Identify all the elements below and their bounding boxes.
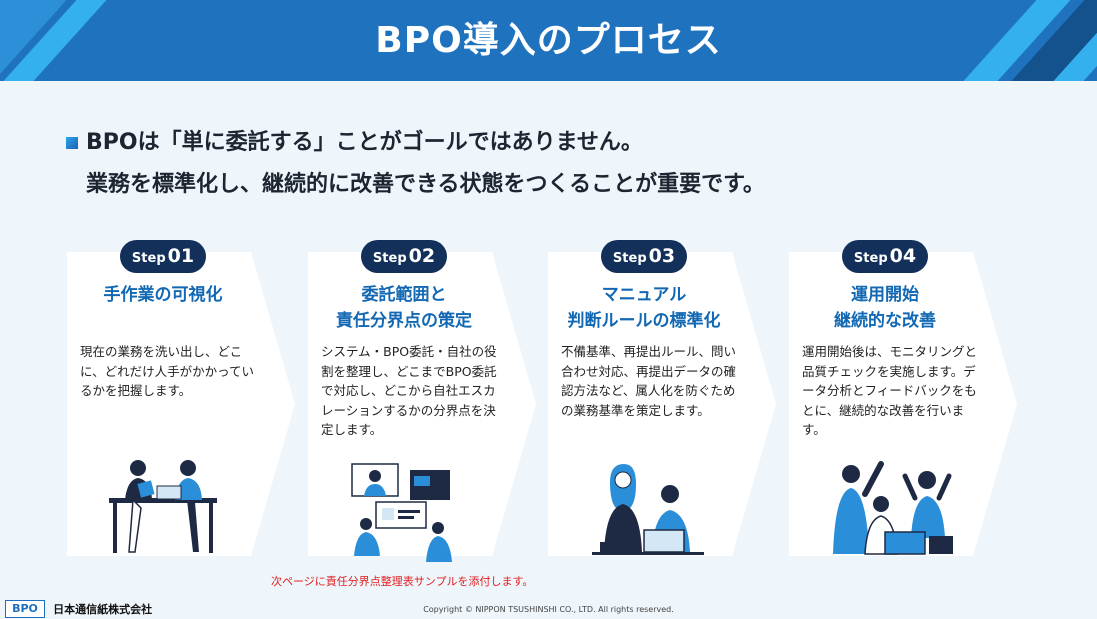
team-meeting-illustration-icon	[109, 460, 217, 553]
copyright-text: Copyright © NIPPON TSUSHINSHI CO., LTD. …	[423, 605, 674, 614]
step-badge-number: 04	[889, 245, 917, 267]
role-organization-illustration-icon	[351, 463, 452, 562]
intro-text-1: BPOは「単に委託する」ことがゴールではありません。	[86, 130, 643, 155]
intro-block: BPOは「単に委託する」ことがゴールではありません。 業務を標準化し、継続的に改…	[66, 126, 765, 202]
step-badge-number: 02	[408, 245, 436, 267]
step-description: 現在の業務を洗い出し、どこに、どれだけ人手がかかっているかを把握します。	[80, 344, 255, 398]
step-chevron-panel	[67, 252, 295, 556]
step-badge-word: Step	[131, 251, 166, 266]
step-title: 手作業の可視化	[103, 285, 223, 305]
company-logo: BPO 日本通信紙株式会社	[5, 598, 153, 618]
step-badge-number: 01	[167, 245, 195, 267]
step-title: 委託範囲と 責任分界点の策定	[336, 285, 472, 331]
intro-line-2: 業務を標準化し、継続的に改善できる状態をつくることが重要です。	[86, 172, 765, 197]
company-name: 日本通信紙株式会社	[53, 602, 153, 616]
pair-working-illustration-icon	[592, 464, 704, 555]
header-bar: BPO導入のプロセス	[0, 0, 1097, 81]
attachment-note: 次ページに責任分界点整理表サンプルを添付します。	[271, 575, 534, 588]
step-badge-number: 03	[648, 245, 676, 267]
square-bullet-icon	[66, 137, 78, 149]
step-badge-word: Step	[612, 251, 647, 266]
step-badge-word: Step	[853, 251, 888, 266]
team-celebration-illustration-icon	[833, 461, 953, 555]
step-chevron-panel	[548, 252, 776, 556]
intro-line-1: BPOは「単に委託する」ことがゴールではありません。	[66, 126, 765, 160]
logo-mark: BPO	[5, 599, 45, 618]
step-description: 不備基準、再提出ルール、問い合わせ対応、再提出データの確認方法など、属人化を防ぐ…	[561, 344, 737, 418]
page-title: BPO導入のプロセス	[375, 20, 722, 61]
step-badge-word: Step	[372, 251, 407, 266]
step-title: 運用開始 継続的な改善	[834, 285, 936, 331]
step-description: システム・BPO委託・自社の役割を整理し、どこまでBPO委託で対応し、どこから自…	[321, 344, 497, 437]
step-title: マニュアル 判断ルールの標準化	[567, 285, 721, 331]
step-description: 運用開始後は、モニタリングと品質チェックを実施します。データ分析とフィードバック…	[802, 344, 978, 437]
